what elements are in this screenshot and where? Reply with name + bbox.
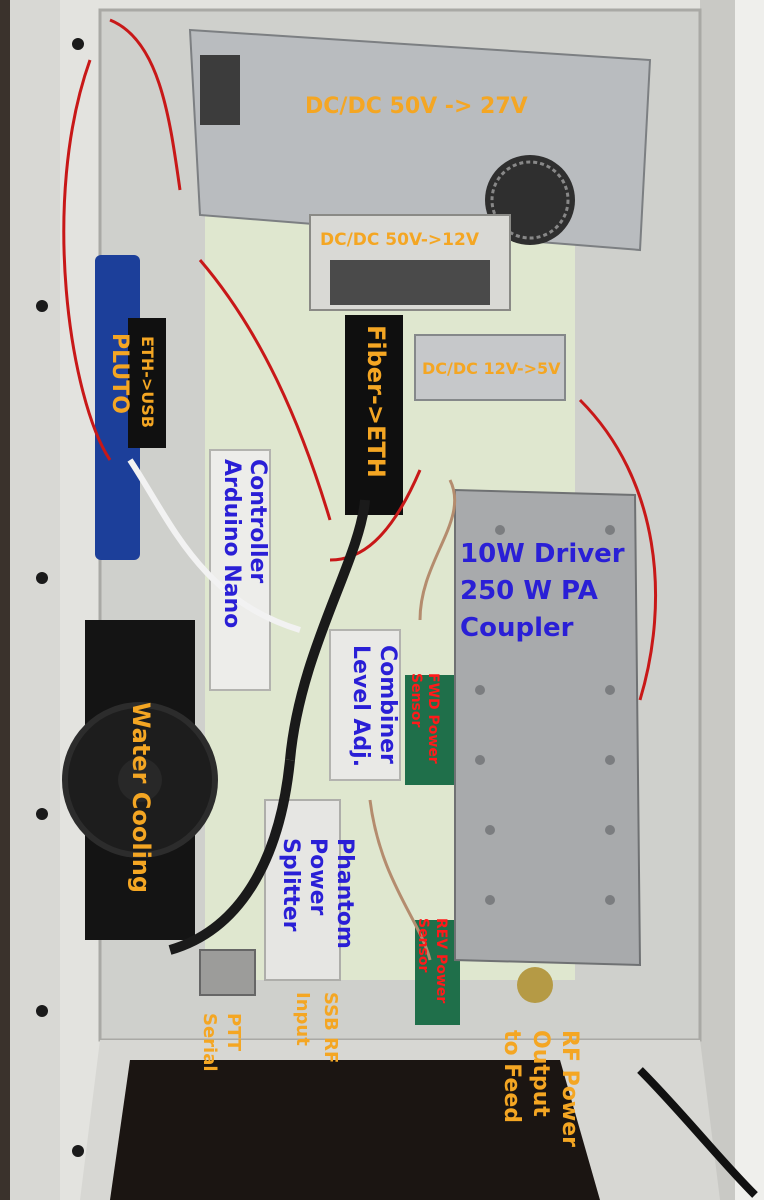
label-driver-line2: 250 W PA [460, 576, 598, 606]
label-dcdc-12v-5v: DC/DC 12V->5V [422, 359, 561, 378]
label-dcdc-50v-27v: DC/DC 50V -> 27V [305, 94, 528, 119]
mounting-hole [36, 572, 48, 584]
label-controller: Controller [245, 459, 270, 584]
label-rev-sensor: Sensor [415, 918, 431, 973]
label-dcdc-50v-12v: DC/DC 50V->12V [320, 230, 479, 250]
mounting-hole [36, 1005, 48, 1017]
label-phantom: Phantom [332, 838, 357, 949]
label-ssb-rf: SSB RF [320, 992, 341, 1064]
label-rf-power: RF Power [557, 1030, 582, 1147]
label-output: Output [528, 1030, 553, 1117]
label-fiber-eth: Fiber->ETH [362, 325, 390, 478]
label-level-adj: Level Adj. [348, 645, 373, 768]
label-pluto: PLUTO [107, 333, 132, 414]
label-rev-power: REV Power [433, 918, 449, 1004]
mounting-hole [72, 38, 84, 50]
mounting-hole [36, 808, 48, 820]
label-water-cooling: Water Cooling [127, 702, 155, 894]
label-fwd-sensor: Sensor [408, 673, 424, 728]
label-combiner: Combiner [375, 645, 400, 764]
label-eth-usb: ETH->USB [138, 336, 157, 428]
label-driver-line1: 10W Driver [460, 539, 625, 569]
label-input: Input [292, 992, 313, 1046]
mounting-hole [36, 300, 48, 312]
label-fwd-power: FWD Power [425, 673, 441, 764]
label-arduino-nano: Arduino Nano [219, 459, 244, 629]
label-splitter: Splitter [278, 838, 303, 932]
label-driver-line3: Coupler [460, 613, 574, 643]
mounting-hole [72, 1145, 84, 1157]
label-serial: Serial [199, 1013, 220, 1072]
label-power: Power [305, 838, 330, 916]
label-to-feed: to Feed [499, 1030, 524, 1124]
label-ptt: PTT [223, 1013, 244, 1052]
